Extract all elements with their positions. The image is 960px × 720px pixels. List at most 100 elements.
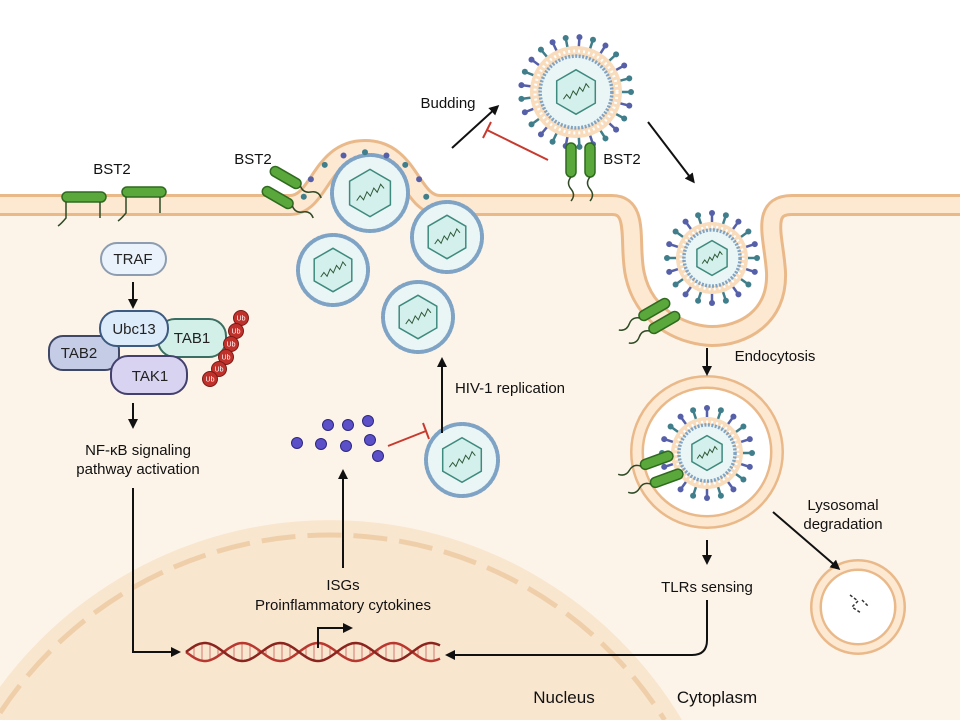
capsid-icon: [441, 436, 483, 484]
spike-head-icon: [537, 46, 544, 53]
nucleus: [0, 520, 682, 720]
bst2-endo-2: [628, 310, 681, 344]
bst2-rod: [584, 142, 596, 178]
capsid-icon: [427, 214, 467, 260]
rna-genome-icon: [405, 307, 432, 325]
budding-spike-icon: [383, 152, 390, 159]
cytokine-icon: [315, 438, 327, 450]
spike-head-icon: [754, 255, 760, 261]
label-nfkb-1: NF-κB signaling: [85, 442, 191, 459]
spike-head-icon: [562, 34, 569, 41]
spike-head-icon: [690, 407, 697, 414]
arrow-tlrs-dna: [445, 600, 708, 660]
ubiquitin-label: Ub: [215, 367, 224, 374]
label-tlrs: TLRs sensing: [661, 579, 753, 596]
spike-head-icon: [549, 138, 556, 145]
budding-spike-icon: [307, 176, 314, 183]
spike-head-icon: [749, 450, 755, 456]
spike-head-icon: [709, 300, 715, 306]
mature-virion: [659, 405, 755, 501]
ubiquitin-circle: [202, 371, 218, 387]
spike-head-icon: [722, 297, 729, 304]
label-hiv-replication: HIV-1 replication: [455, 380, 565, 397]
spike-head-icon: [626, 75, 633, 82]
bst2-tail: [627, 482, 651, 494]
label-nucleus: Nucleus: [533, 688, 594, 707]
bst2-rod: [61, 191, 107, 203]
spike-head-icon: [661, 436, 668, 443]
spike-head-icon: [717, 407, 724, 414]
label-cytoplasm: Cytoplasm: [677, 688, 757, 707]
label-endocytosis: Endocytosis: [735, 348, 816, 365]
bst2-rod: [121, 186, 167, 198]
rna-genome-icon: [356, 183, 385, 201]
bst2-tail: [586, 176, 594, 202]
inhibit-budding-bar: [482, 121, 492, 139]
bst2-rod: [261, 185, 294, 210]
bst2-endo-1: [618, 297, 671, 331]
cytokine-icon: [342, 419, 354, 431]
virion-envelope: [296, 233, 370, 307]
cytokine-icon: [364, 434, 376, 446]
spike-head-icon: [746, 463, 753, 470]
bst2-endosome-2: [627, 468, 684, 494]
rna-genome-icon: [696, 445, 718, 460]
spike-head-icon: [704, 405, 710, 411]
label-tab2: TAB2: [61, 345, 97, 362]
bst2-tail: [567, 176, 575, 202]
bst2-left-2: [117, 186, 167, 222]
bst2-rod: [565, 142, 577, 178]
traf-protein: [100, 242, 167, 276]
cytokine-icon: [291, 437, 303, 449]
bst2-tail: [628, 330, 650, 344]
lipid-layer: [679, 225, 745, 291]
spike-head-icon: [722, 212, 729, 219]
spike-head-icon: [740, 476, 747, 483]
inhibit-budding: [486, 129, 549, 161]
spike-head-icon: [751, 268, 758, 275]
ubiquitin-circle: [218, 349, 234, 365]
lysosome-membrane: [812, 561, 904, 653]
nuclear-envelope: [0, 532, 667, 720]
transcription-start-arrow: [317, 623, 353, 648]
label-bst2-left: BST2: [93, 161, 131, 178]
virion-envelope: [424, 422, 500, 498]
bst2-tail: [117, 197, 161, 222]
arrow-nfkb-dna: [132, 488, 181, 657]
endosome-membrane: [632, 377, 782, 527]
cytokine-icon: [340, 440, 352, 452]
label-bst2-mid: BST2: [234, 151, 272, 168]
dna-strand: [185, 641, 441, 663]
capsid-icon: [313, 247, 353, 293]
immature-virion: [296, 233, 370, 307]
tab2-protein: [48, 335, 120, 371]
spike-head-icon: [677, 413, 684, 420]
label-lysosomal-1: Lysosomal: [807, 497, 878, 514]
spike-head-icon: [672, 281, 679, 288]
ubiquitin-icon: Ub: [218, 349, 234, 365]
spike-head-icon: [521, 109, 528, 116]
spike-head-icon: [745, 228, 752, 235]
cytokine-icon: [372, 450, 384, 462]
spike-head-icon: [695, 297, 702, 304]
spike-head-icon: [735, 218, 742, 225]
spike-head-icon: [745, 281, 752, 288]
spike-head-icon: [621, 62, 628, 69]
spike-head-icon: [682, 291, 689, 298]
label-isgs: ISGs: [326, 577, 359, 594]
capsid-icon: [348, 168, 392, 218]
label-traf: TRAF: [113, 251, 152, 268]
spike-head-icon: [537, 131, 544, 138]
spike-head-icon: [518, 95, 525, 102]
budding-spike-icon: [300, 193, 307, 200]
label-tab1: TAB1: [174, 330, 210, 347]
budding-spike-icon: [321, 161, 328, 168]
immature-virion: [381, 280, 455, 354]
immature-virion: [330, 153, 410, 233]
arrow-budding: [451, 104, 500, 149]
bst2-right-2: [584, 142, 596, 202]
bst2-right-1: [565, 142, 577, 202]
spike-head-icon: [735, 291, 742, 298]
ubiquitin-label: Ub: [227, 342, 236, 349]
